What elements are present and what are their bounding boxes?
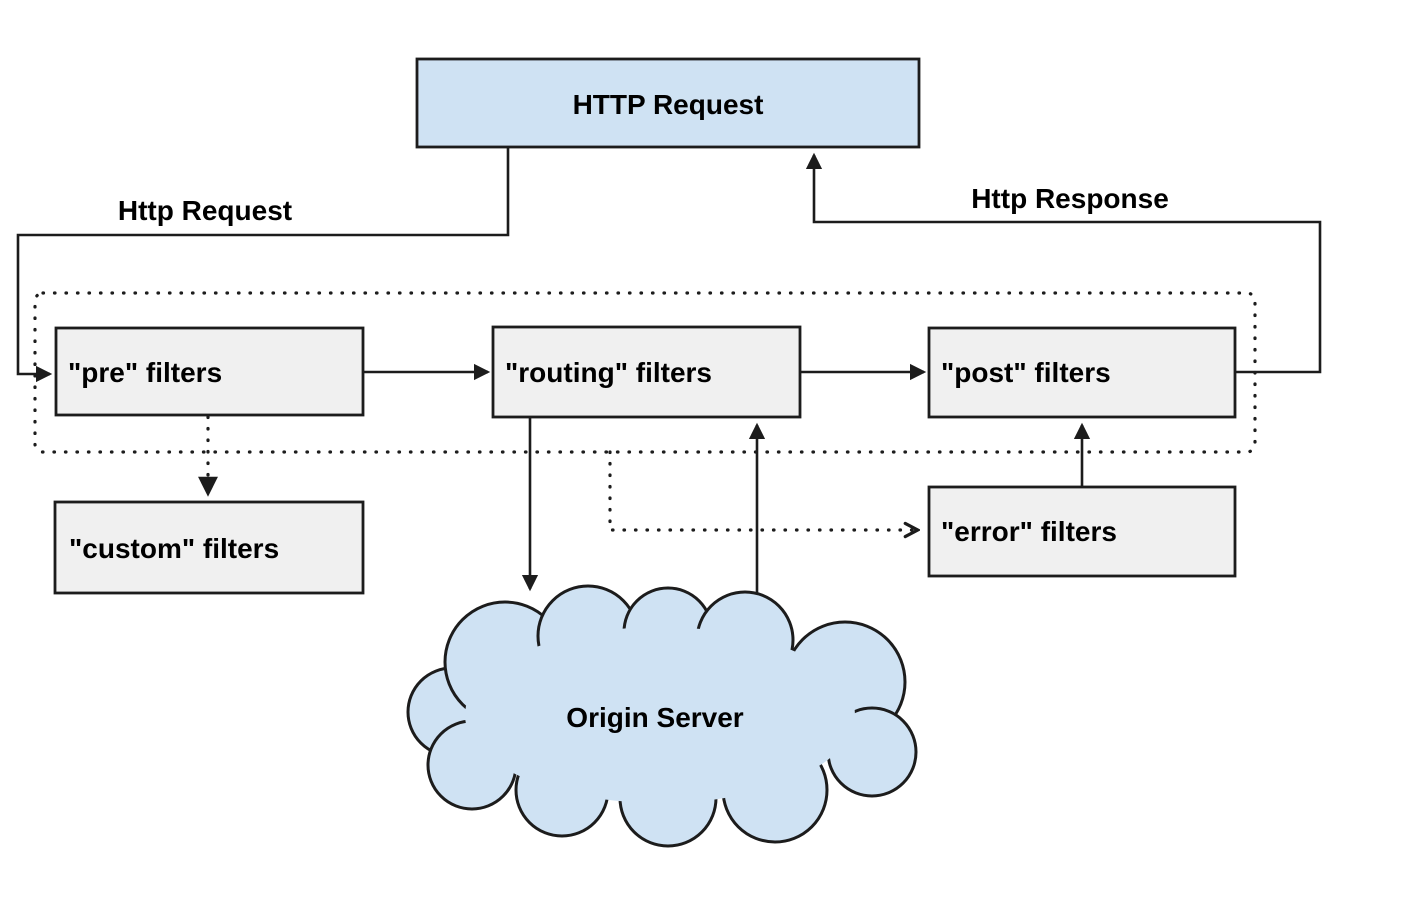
error-filters-label: "error" filters <box>941 516 1117 547</box>
routing-filters-box <box>491 325 802 419</box>
pre-filters-label: "pre" filters <box>68 357 222 388</box>
pre-filters-box <box>54 326 365 417</box>
http-request-box-label: HTTP Request <box>573 89 764 120</box>
http-request-edge-label: Http Request <box>118 195 292 226</box>
routing-filters-label: "routing" filters <box>505 357 712 388</box>
post-filters-label: "post" filters <box>941 357 1111 388</box>
error-filters-box <box>927 485 1237 578</box>
edge-chain-to-error-dotted <box>608 450 917 530</box>
http-response-edge-label: Http Response <box>971 183 1169 214</box>
edge-post-to-http-response <box>805 152 1322 374</box>
post-filters-box <box>927 326 1237 419</box>
edge-http-request-to-pre <box>16 148 510 383</box>
custom-filters-label: "custom" filters <box>69 533 279 564</box>
http-request-box <box>415 57 921 149</box>
cloud-body <box>465 627 855 803</box>
origin-server-label: Origin Server <box>566 702 744 733</box>
custom-filters-box <box>53 500 365 595</box>
origin-server-cloud: Origin Server <box>406 584 918 848</box>
